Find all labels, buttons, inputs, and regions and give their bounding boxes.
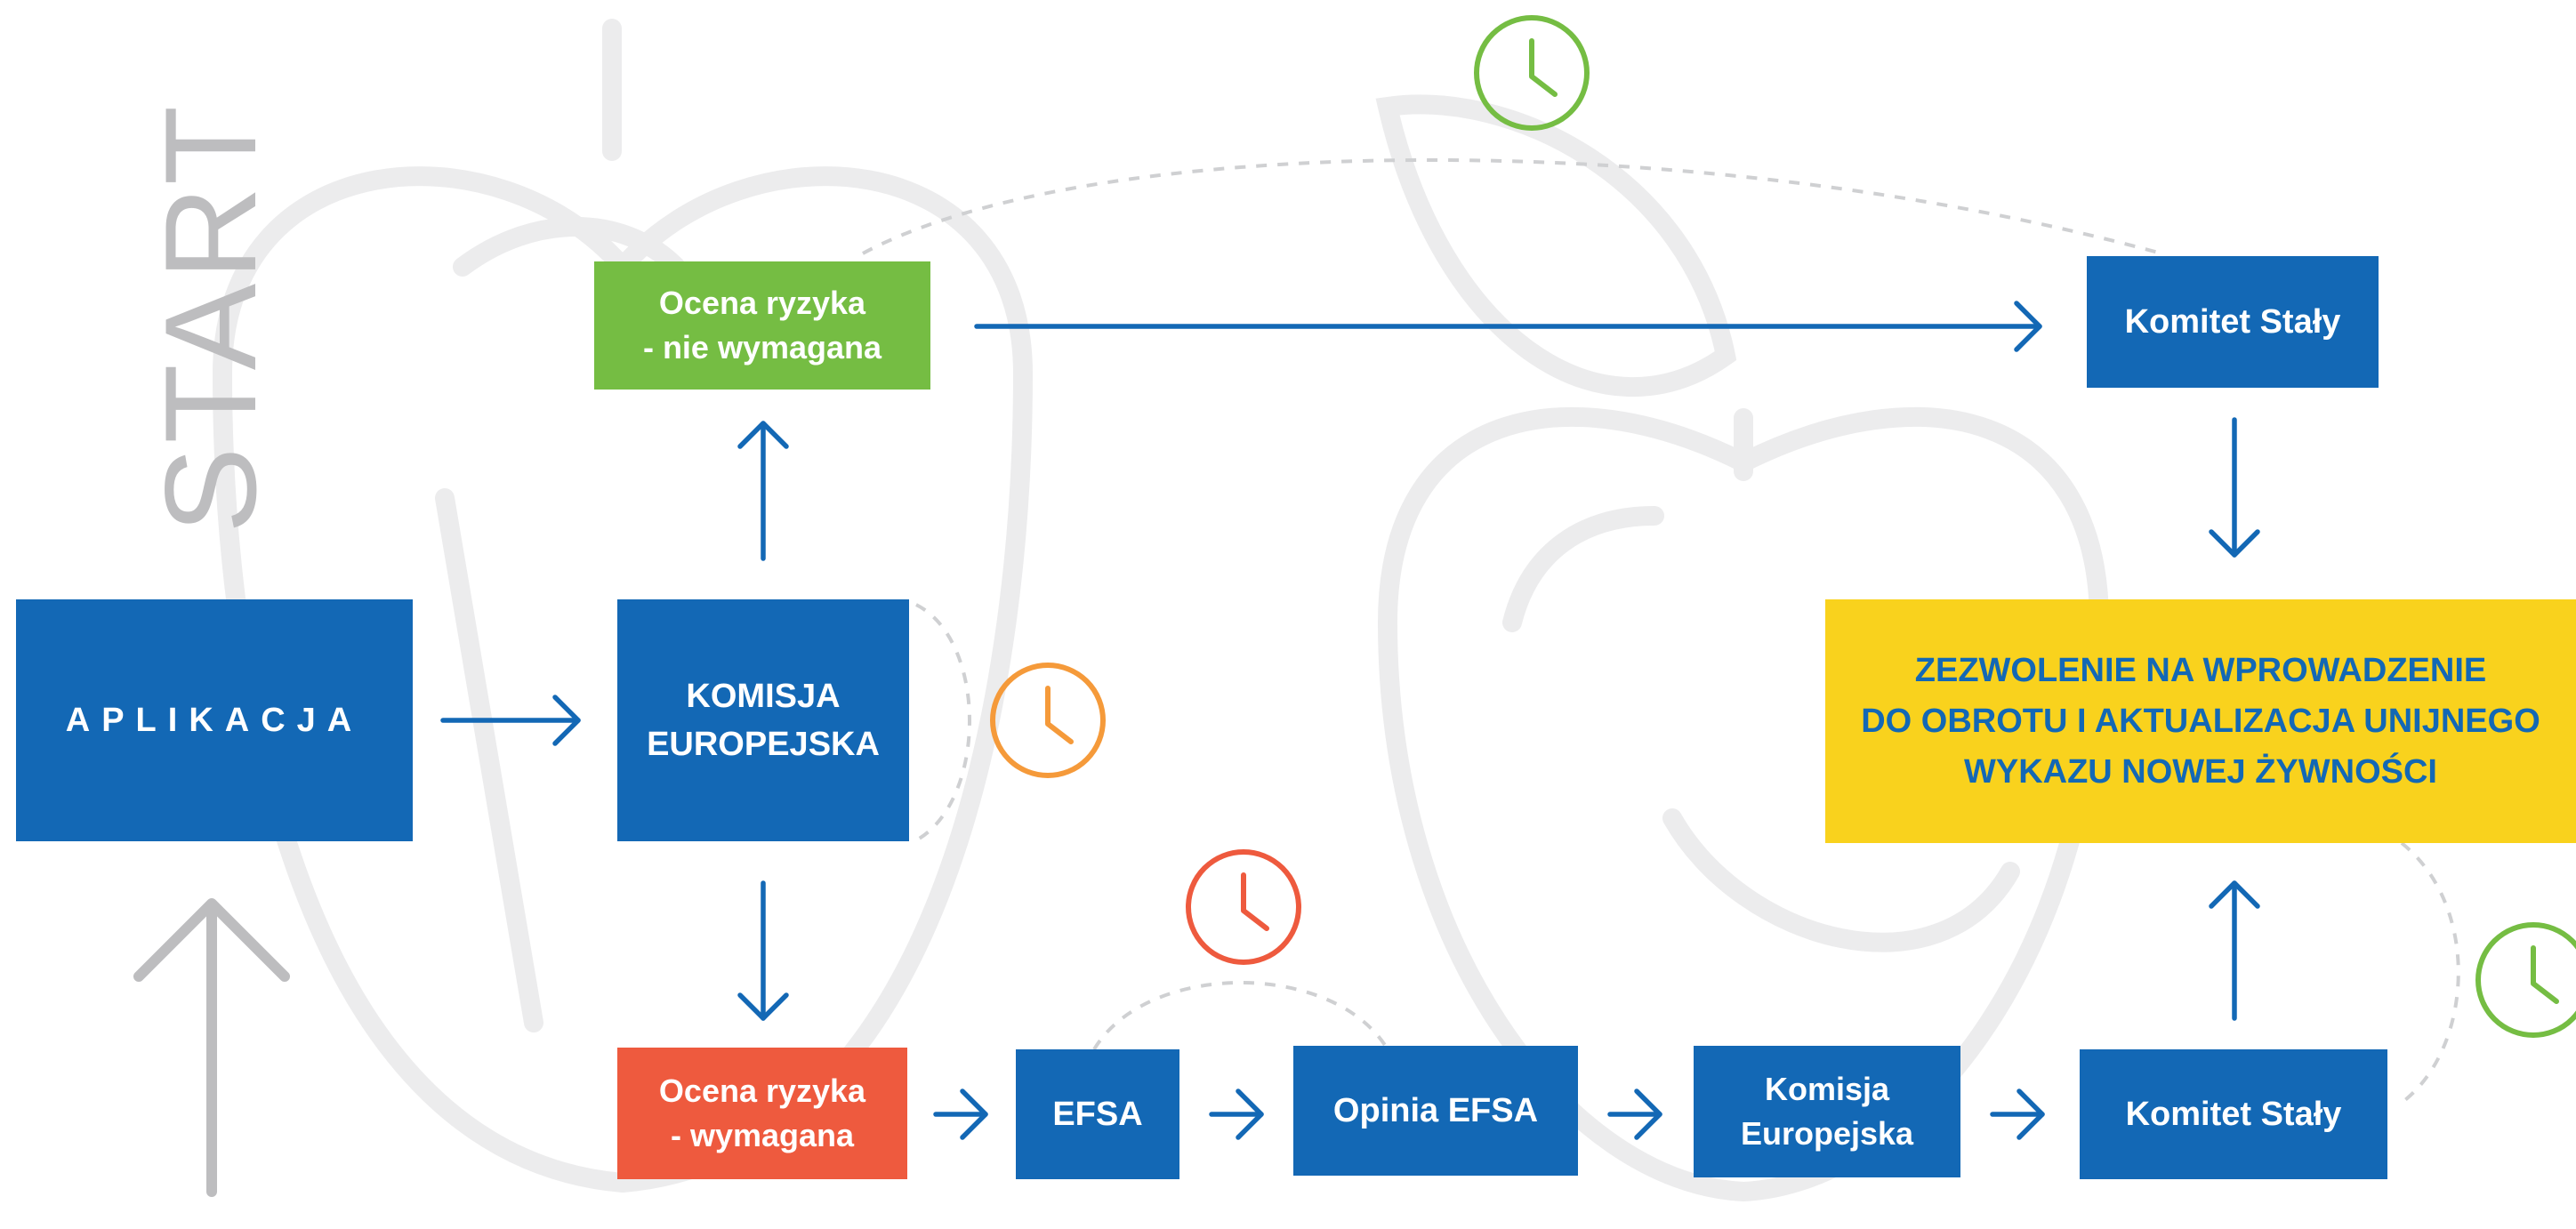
clock-icon	[990, 663, 1106, 778]
komitet-staly-bottom-box: Komitet Stały	[2080, 1049, 2387, 1179]
start-up-arrow	[133, 898, 290, 1197]
opinia-efsa-box: Opinia EFSA	[1293, 1046, 1578, 1176]
ocena-ryzyka-wymagana-label: Ocena ryzyka - wymagana	[658, 1072, 866, 1153]
arrow-icon	[1990, 1088, 2045, 1140]
ocena-ryzyka-nie-wymagana-label: Ocena ryzyka - nie wymagana	[642, 285, 882, 365]
aplikacja-label: APLIKACJA	[65, 701, 364, 739]
arrow-icon	[737, 421, 789, 561]
efsa-label: EFSA	[1052, 1095, 1143, 1133]
dashed-timelines	[862, 157, 2460, 1104]
zezwolenie-label: ZEZWOLENIE NA WPROWADZENIE DO OBROTU I A…	[1861, 651, 2540, 791]
arrow-icon	[974, 301, 2042, 352]
arrow-icon	[2209, 417, 2260, 558]
opinia-efsa-label: Opinia EFSA	[1332, 1091, 1539, 1129]
arrow-icon	[440, 695, 581, 746]
background-decoration	[212, 19, 2110, 1202]
ocena-ryzyka-wymagana-box: Ocena ryzyka - wymagana	[617, 1048, 907, 1179]
clock-icon	[2475, 922, 2576, 1038]
clock-icon	[1186, 849, 1301, 965]
komisja-europejska-top-label: KOMISJA EUROPEJSKA	[647, 678, 880, 763]
komitet-staly-top-label: Komitet Stały	[2124, 302, 2341, 341]
komisja-europejska-bottom-label: Komisja Europejska	[1740, 1071, 1914, 1152]
arrow-icon	[1607, 1088, 1662, 1140]
ocena-ryzyka-nie-wymagana-box: Ocena ryzyka - nie wymagana	[594, 261, 930, 390]
arrow-icon	[933, 1088, 988, 1140]
flow-arrows	[440, 301, 2260, 1140]
komisja-europejska-bottom-box: Komisja Europejska	[1694, 1046, 1960, 1177]
efsa-box: EFSA	[1016, 1049, 1179, 1179]
arrow-icon	[2209, 880, 2260, 1021]
komisja-europejska-top-box: KOMISJA EUROPEJSKA	[617, 599, 909, 841]
arrow-icon	[737, 880, 789, 1021]
clock-icon	[1474, 15, 1590, 131]
start-label: START	[138, 101, 283, 534]
aplikacja-box: APLIKACJA	[16, 599, 413, 841]
arrow-icon	[1209, 1088, 1264, 1140]
komitet-staly-bottom-label: Komitet Stały	[2125, 1095, 2342, 1133]
komitet-staly-top-box: Komitet Stały	[2087, 256, 2379, 388]
zezwolenie-box: ZEZWOLENIE NA WPROWADZENIE DO OBROTU I A…	[1825, 599, 2576, 843]
